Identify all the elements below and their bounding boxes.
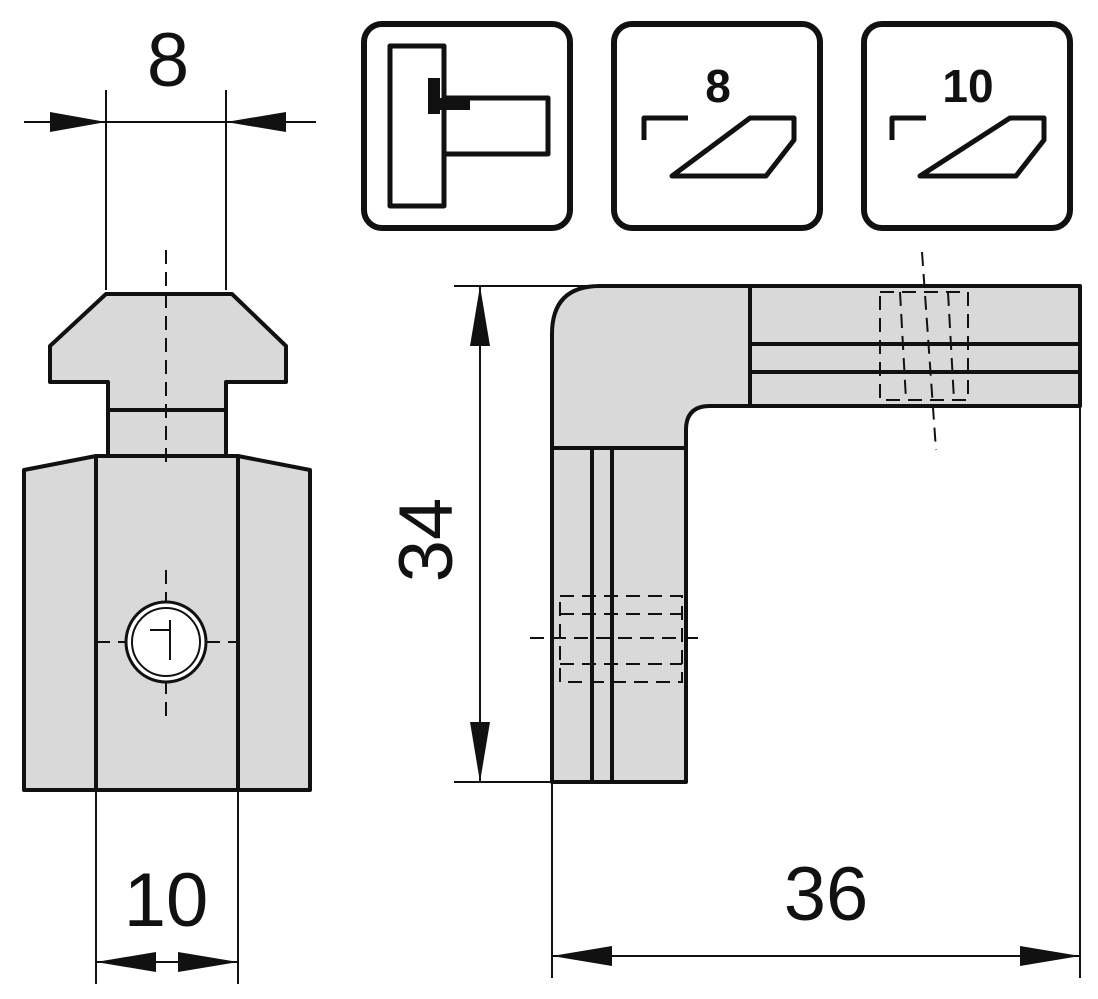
thread-mark [150, 620, 171, 660]
arrowhead [178, 952, 238, 972]
icon-frame [361, 21, 573, 231]
head-width-value: 8 [147, 18, 189, 103]
slot-profile-icon [889, 115, 1047, 179]
length-value: 36 [784, 852, 869, 937]
height-value: 34 [384, 498, 469, 583]
connector-front-view [22, 250, 312, 792]
dimension-length: 36 [551, 406, 1081, 978]
dimension-body-width: 10 [95, 790, 239, 984]
icon-slot-10: 10 [861, 21, 1073, 231]
threaded-hole [131, 607, 201, 677]
arrowhead [470, 722, 490, 782]
icon-frame [611, 21, 823, 231]
threaded-hole [124, 600, 208, 684]
icon-frame [861, 21, 1073, 231]
arrowhead [1020, 946, 1080, 966]
hidden-screw [559, 595, 683, 683]
angle-body [550, 284, 1082, 784]
icon-profile-connector [361, 21, 573, 231]
fastener-mark-icon [428, 78, 440, 114]
fastener-mark-icon [438, 98, 470, 110]
arrowhead [552, 946, 612, 966]
dimension-head-width: 8 [24, 18, 316, 290]
icon-slot-8: 8 [611, 21, 823, 231]
hidden-screw [899, 291, 907, 401]
slot-profile-icon [641, 115, 797, 179]
arrowhead [226, 112, 286, 132]
slot-10-label: 10 [942, 60, 993, 112]
connector-side-view [530, 251, 1082, 784]
centerline [921, 251, 937, 451]
nut-head [48, 292, 288, 412]
body-width-value: 10 [124, 858, 209, 943]
hidden-screw [879, 291, 969, 401]
hidden-screw [947, 291, 955, 401]
slot-8-label: 8 [705, 60, 731, 112]
arrowhead [96, 952, 156, 972]
dimension-height: 34 [384, 285, 598, 783]
arrowhead [470, 286, 490, 346]
connector-bar-icon [441, 95, 551, 157]
arrowhead [50, 112, 106, 132]
